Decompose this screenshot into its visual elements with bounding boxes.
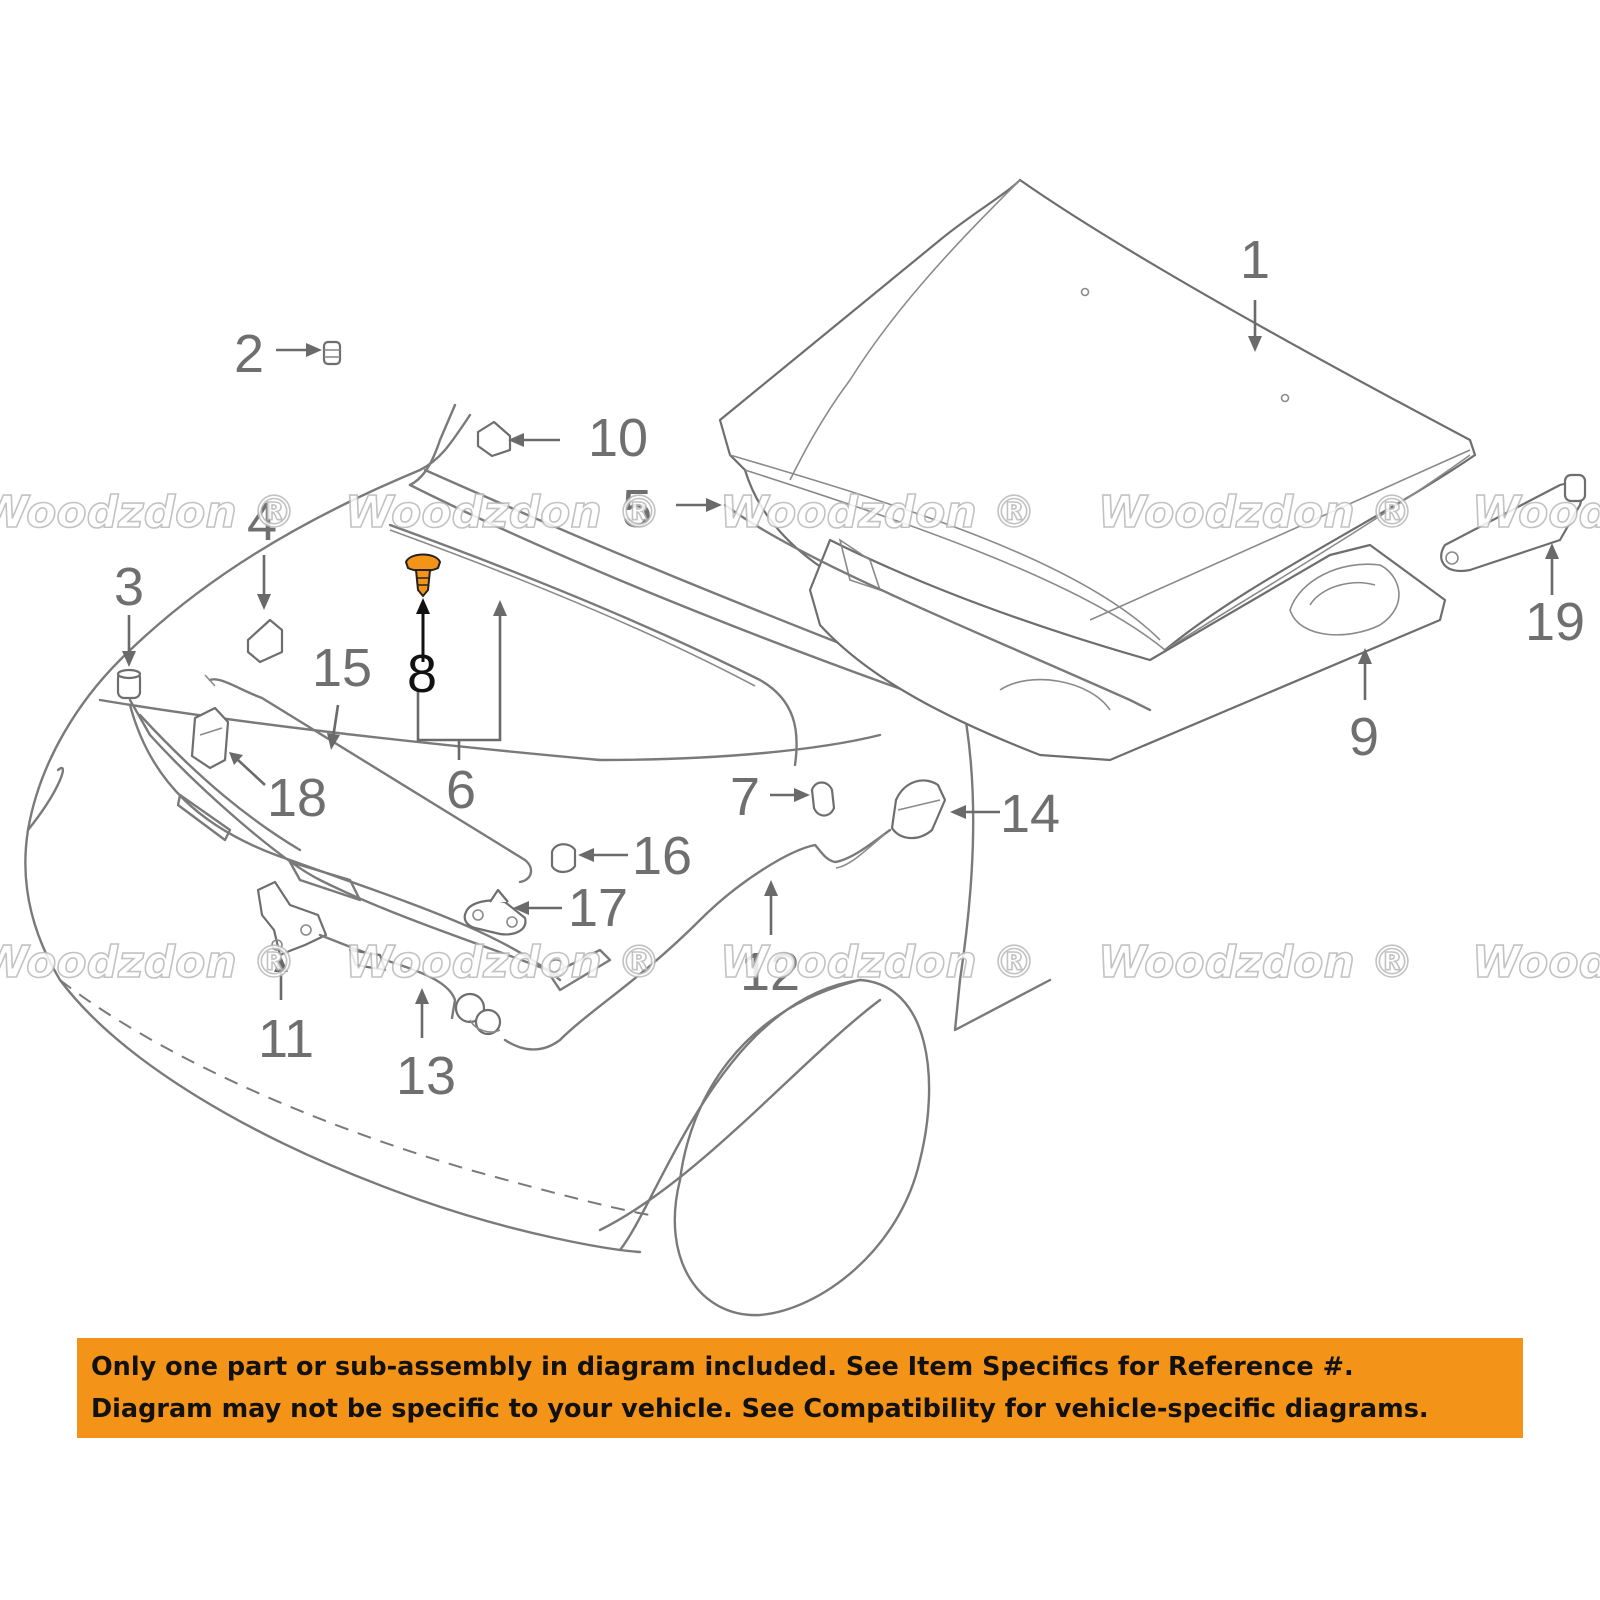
- hood-insulator: [808, 538, 1447, 762]
- callout-15: 15: [312, 638, 372, 698]
- cushion-part-4: [246, 618, 284, 664]
- callout-14: 14: [1000, 784, 1060, 844]
- watermark: Woodzdon ®: [345, 487, 661, 538]
- callout-labels: 1 2 3 4 5 6 7 8 9 10 11 12 13 14 15 16 1…: [114, 230, 1585, 1106]
- callout-9: 9: [1349, 707, 1379, 767]
- callout-arrows: [122, 300, 1559, 1038]
- callout-1: 1: [1240, 230, 1270, 290]
- callout-6: 6: [446, 760, 476, 820]
- car-body-outline: [24, 403, 1052, 1317]
- latch-part-13: [318, 933, 502, 1036]
- callout-18: 18: [267, 768, 327, 828]
- watermark: Woodzdon ®: [1098, 487, 1414, 538]
- callout-4: 4: [247, 492, 277, 552]
- watermark: Woodzdon ®: [1472, 487, 1600, 538]
- callout-2: 2: [234, 324, 264, 384]
- hood-front-seal: [723, 503, 1152, 712]
- disclaimer-line-2: Diagram may not be specific to your vehi…: [91, 1394, 1429, 1424]
- watermark: Woodzdon ®: [1472, 937, 1600, 988]
- bumper-stop-part-3: [116, 668, 142, 700]
- clip-part-10: [476, 420, 512, 458]
- release-cable-part-12: [503, 828, 892, 1051]
- watermark: Woodzdon ®: [1098, 937, 1414, 988]
- callout-7: 7: [730, 767, 760, 827]
- disclaimer-line-1: Only one part or sub-assembly in diagram…: [91, 1352, 1354, 1382]
- core-support: [128, 698, 612, 992]
- watermark: Woodzdon ®: [0, 937, 296, 988]
- watermark: Woodzdon ®: [345, 937, 661, 988]
- callout-16: 16: [632, 826, 692, 886]
- callout-10: 10: [588, 408, 648, 468]
- callout-5: 5: [622, 479, 652, 539]
- callout-19: 19: [1525, 592, 1585, 652]
- callout-8: 8: [407, 644, 437, 704]
- clip-part-8-highlighted: [404, 553, 442, 598]
- callout-12: 12: [740, 942, 800, 1002]
- grommet-part-16: [550, 843, 577, 874]
- callout-17: 17: [568, 878, 628, 938]
- prop-holder-part-18: [190, 706, 230, 770]
- hood-hinge: [1440, 473, 1587, 573]
- nut-part-2: [322, 340, 342, 366]
- callout-11: 11: [258, 1009, 314, 1069]
- latch-plate-part-11: [256, 880, 328, 957]
- watermark: Woodzdon ®: [720, 487, 1036, 538]
- callout-3: 3: [114, 557, 144, 617]
- release-handle-part-14: [890, 779, 947, 840]
- callout-13: 13: [396, 1046, 456, 1106]
- watermarks: Woodzdon ® Woodzdon ® Woodzdon ® Woodzdo…: [0, 486, 1600, 989]
- bracket-part-17: [463, 888, 527, 936]
- cap-part-7: [810, 781, 836, 817]
- weatherstrip-part-6: [388, 523, 798, 767]
- watermark: Woodzdon ®: [0, 487, 296, 538]
- watermark: Woodzdon ®: [720, 937, 1036, 988]
- disclaimer-banner: Only one part or sub-assembly in diagram…: [77, 1338, 1523, 1438]
- prop-rod-part-15: [208, 678, 533, 884]
